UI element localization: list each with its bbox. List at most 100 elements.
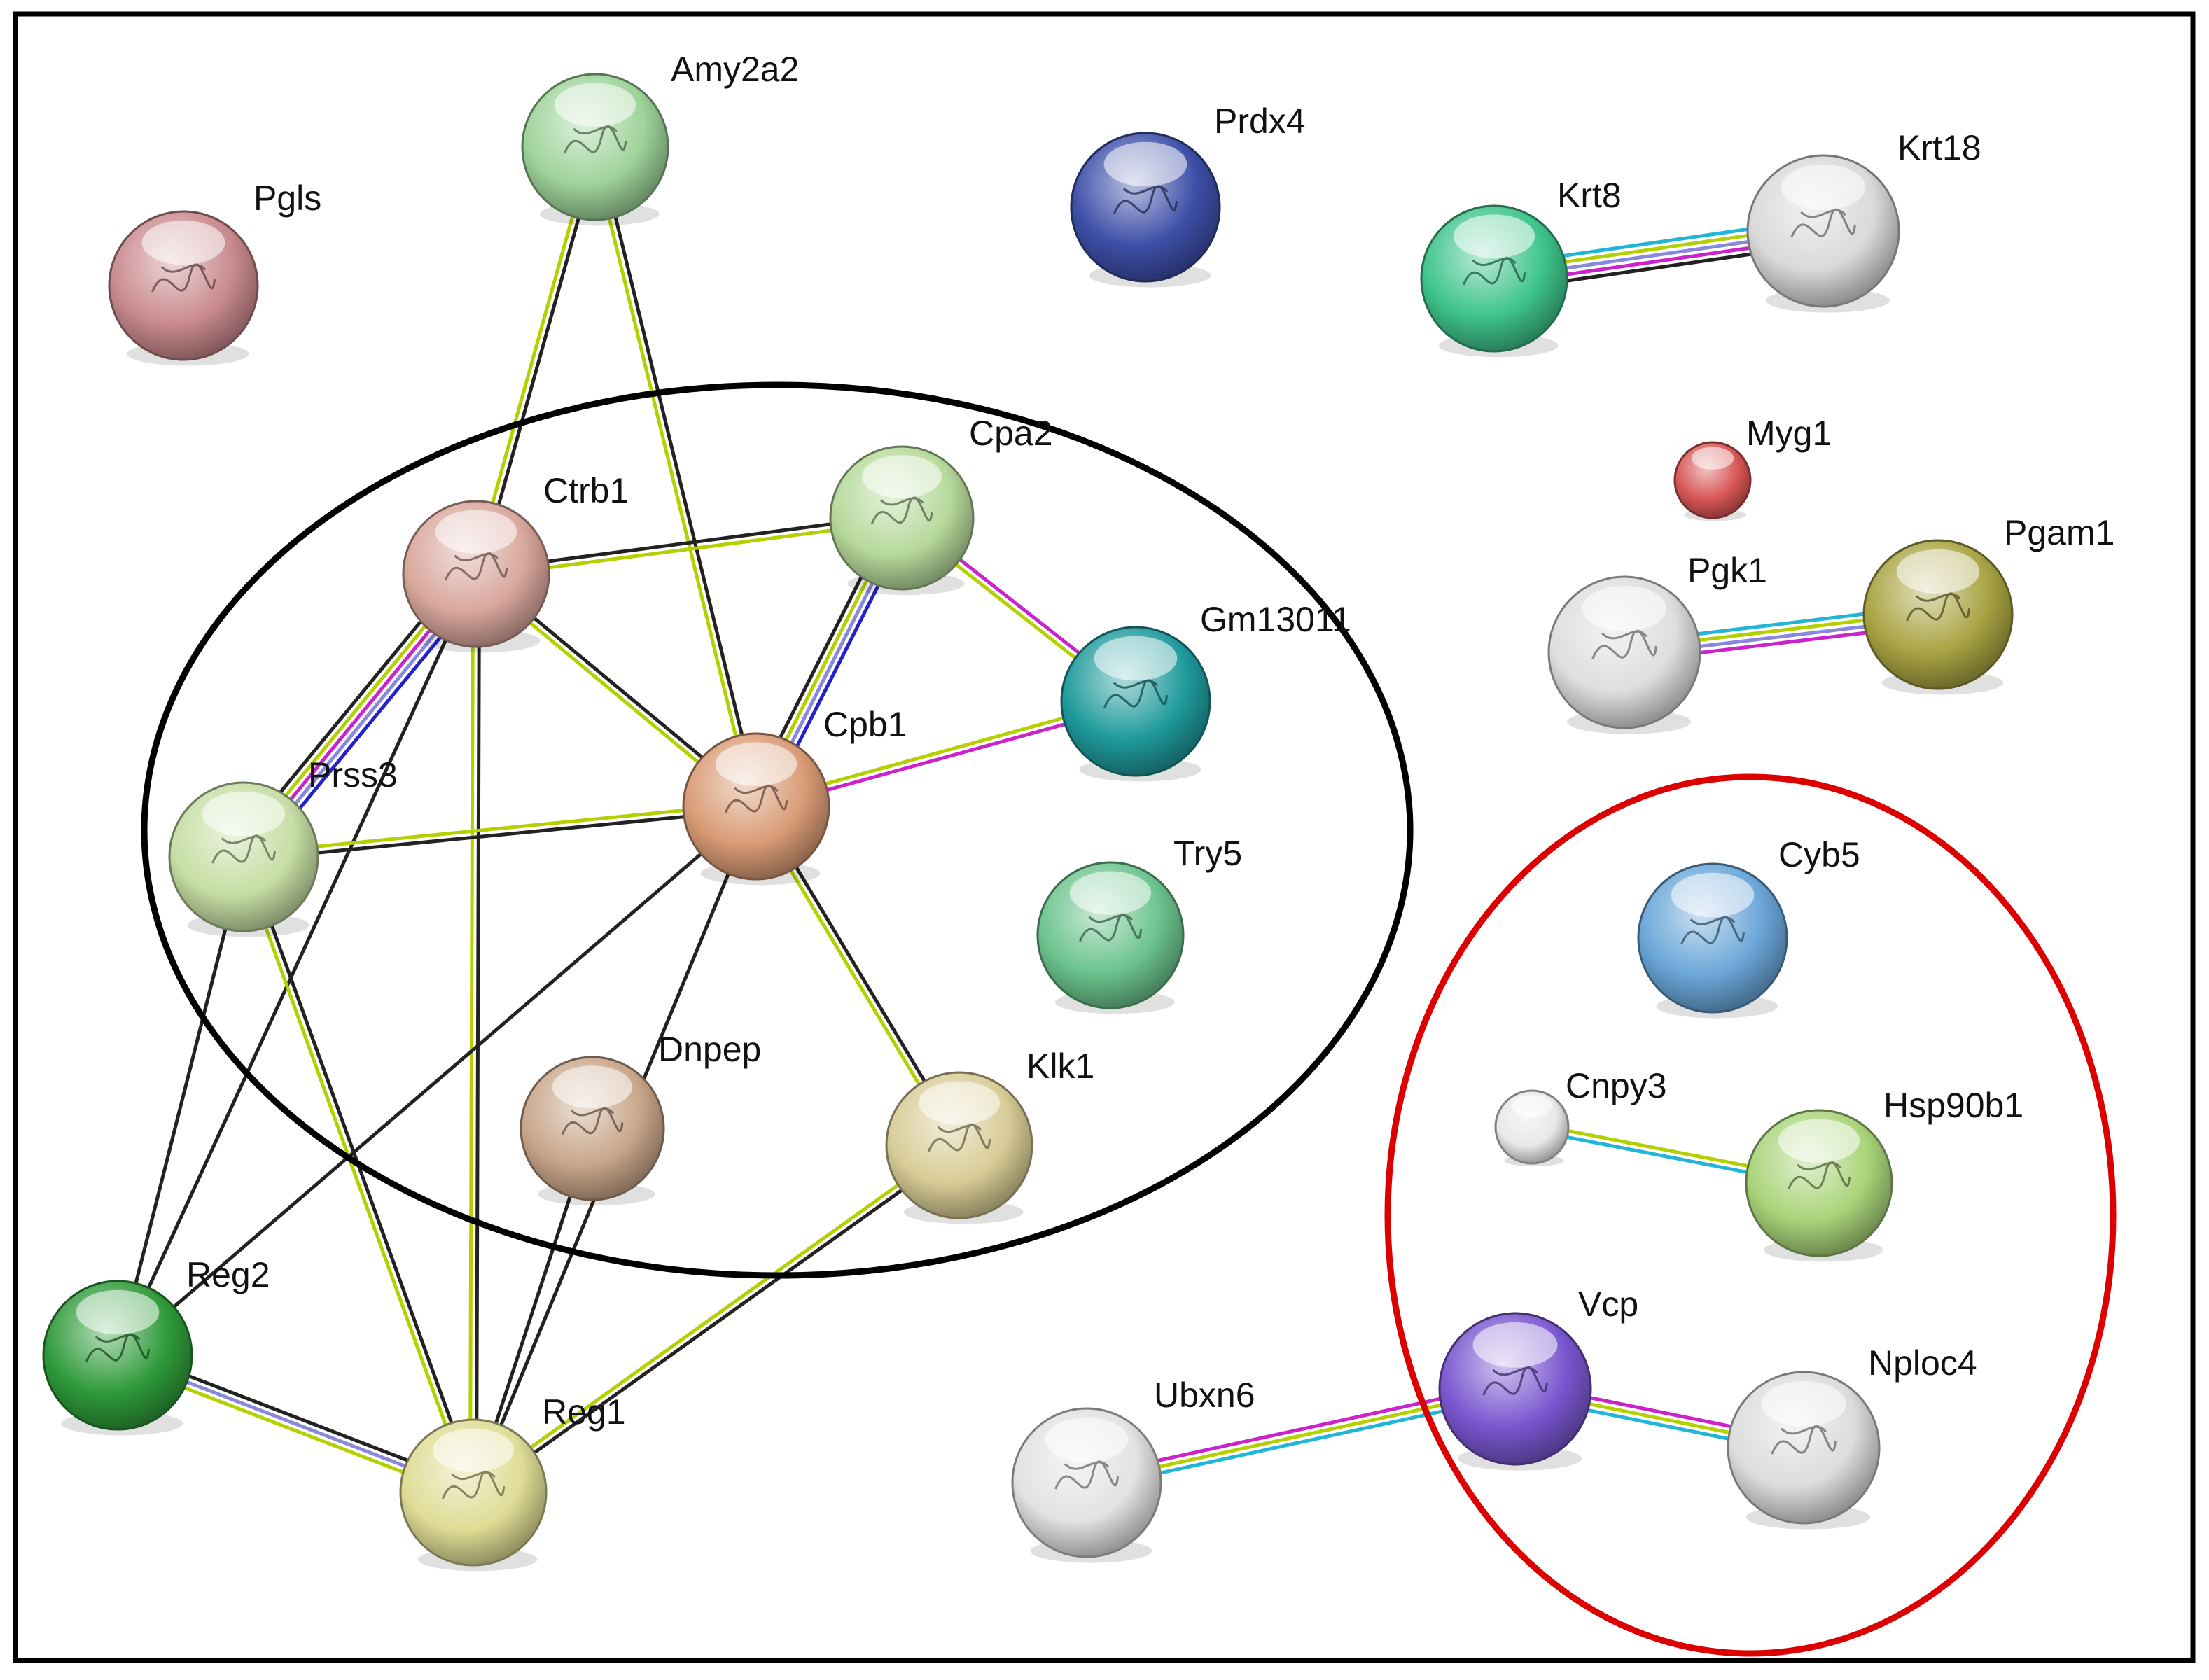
node-ubxn6[interactable] xyxy=(1011,1407,1162,1563)
protein-structure-icon xyxy=(1591,629,1657,659)
edge-amy2a2-cpb1 xyxy=(590,144,761,809)
protein-structure-icon xyxy=(870,496,933,525)
node-label-reg2: Reg2 xyxy=(186,1255,270,1294)
node-ctrb1[interactable] xyxy=(402,500,550,653)
edge-evidence-line xyxy=(469,1140,959,1492)
edge-prss3-reg2 xyxy=(116,855,246,1357)
node-highlight xyxy=(435,510,517,554)
node-label-cpa2: Cpa2 xyxy=(969,414,1053,453)
edge-evidence-line xyxy=(242,802,758,856)
node-highlight xyxy=(1045,1417,1129,1462)
node-highlight xyxy=(552,1065,633,1109)
edge-evidence-line xyxy=(468,572,475,1494)
node-prdx4[interactable] xyxy=(1070,132,1221,288)
node-highlight xyxy=(715,742,797,786)
node-myg1[interactable] xyxy=(1673,441,1752,522)
node-highlight xyxy=(76,1289,160,1335)
protein-structure-icon xyxy=(1462,256,1526,286)
node-try5[interactable] xyxy=(1036,861,1185,1014)
node-pgls[interactable] xyxy=(108,210,259,366)
edge-evidence-line xyxy=(471,144,594,575)
edge-evidence-line xyxy=(116,804,758,1357)
node-nploc4[interactable] xyxy=(1727,1371,1881,1530)
node-label-pgk1: Pgk1 xyxy=(1687,551,1767,590)
node-label-cyb5: Cyb5 xyxy=(1778,835,1860,874)
node-highlight xyxy=(1453,214,1535,258)
node-highlight xyxy=(1094,636,1178,681)
node-dnpep[interactable] xyxy=(520,1056,665,1206)
node-label-pgls: Pgls xyxy=(253,178,321,218)
node-label-myg1: Myg1 xyxy=(1746,414,1832,453)
node-krt8[interactable] xyxy=(1420,204,1568,358)
edge-evidence-line xyxy=(596,144,761,808)
node-prss3[interactable] xyxy=(168,781,319,937)
node-label-hsp90b1: Hsp90b1 xyxy=(1883,1086,2023,1125)
node-label-prdx4: Prdx4 xyxy=(1214,102,1306,141)
node-label-dnpep: Dnpep xyxy=(658,1030,761,1069)
clusters-layer xyxy=(141,382,2117,1657)
node-highlight xyxy=(1778,1119,1860,1163)
node-highlight xyxy=(202,791,286,836)
node-pgam1[interactable] xyxy=(1862,539,2014,695)
red-cluster-outline xyxy=(1384,774,2117,1657)
protein-structure-icon xyxy=(724,784,788,813)
node-label-cpb1: Cpb1 xyxy=(823,705,907,744)
edge-ctrb1-reg2 xyxy=(116,572,478,1357)
edge-evidence-line xyxy=(242,807,758,862)
node-highlight xyxy=(1896,549,1980,594)
node-cnpy3[interactable] xyxy=(1494,1089,1570,1167)
node-highlight xyxy=(554,83,636,127)
node-reg1[interactable] xyxy=(399,1418,548,1572)
node-highlight xyxy=(1691,447,1734,470)
node-label-cnpy3: Cnpy3 xyxy=(1566,1066,1667,1105)
node-highlight xyxy=(432,1428,515,1472)
node-highlight xyxy=(141,220,225,265)
node-highlight xyxy=(918,1081,1001,1125)
node-label-nploc4: Nploc4 xyxy=(1868,1343,1977,1382)
edge-ctrb1-reg1 xyxy=(468,572,481,1494)
edge-evidence-line xyxy=(239,856,473,1496)
node-cpb1[interactable] xyxy=(682,732,830,886)
black-cluster-outline xyxy=(141,382,1414,1279)
node-amy2a2[interactable] xyxy=(521,73,669,226)
node-label-try5: Try5 xyxy=(1173,834,1242,873)
node-klk1[interactable] xyxy=(885,1071,1033,1224)
protein-structure-icon xyxy=(444,552,508,581)
node-label-reg1: Reg1 xyxy=(542,1392,626,1432)
node-cyb5[interactable] xyxy=(1637,862,1788,1018)
node-highlight xyxy=(1103,141,1187,187)
node-label-gm13011: Gm13011 xyxy=(1200,600,1351,639)
node-label-ctrb1: Ctrb1 xyxy=(543,471,629,510)
node-label-amy2a2: Amy2a2 xyxy=(671,50,799,89)
edge-prss3-reg1 xyxy=(239,853,478,1496)
protein-structure-icon xyxy=(1787,1161,1851,1190)
node-pgk1[interactable] xyxy=(1547,575,1701,734)
node-gm13011[interactable] xyxy=(1060,626,1211,782)
node-label-ubxn6: Ubxn6 xyxy=(1154,1376,1255,1415)
node-label-prss3: Prss3 xyxy=(308,755,398,794)
node-reg2[interactable] xyxy=(42,1280,193,1436)
protein-structure-icon xyxy=(1906,592,1971,622)
node-cpa2[interactable] xyxy=(829,445,975,596)
node-vcp[interactable] xyxy=(1438,1312,1592,1471)
edge-cpb1-prss3 xyxy=(242,802,758,862)
node-label-krt8: Krt8 xyxy=(1557,176,1622,215)
protein-structure-icon xyxy=(1790,208,1856,238)
protein-structure-icon xyxy=(1054,1460,1120,1490)
protein-structure-icon xyxy=(1771,1424,1837,1455)
node-krt18[interactable] xyxy=(1746,154,1900,313)
protein-structure-icon xyxy=(1680,916,1745,945)
node-hsp90b1[interactable] xyxy=(1745,1109,1893,1262)
node-highlight xyxy=(1511,1095,1553,1117)
node-label-klk1: Klk1 xyxy=(1026,1046,1094,1086)
edge-cpb1-reg2 xyxy=(116,804,758,1357)
node-highlight xyxy=(1761,1380,1846,1427)
node-highlight xyxy=(1781,164,1866,210)
protein-structure-icon xyxy=(151,263,216,293)
node-highlight xyxy=(1472,1322,1558,1368)
edge-amy2a2-ctrb1 xyxy=(471,144,600,577)
protein-structure-icon xyxy=(927,1123,991,1152)
protein-structure-icon xyxy=(85,1333,151,1362)
node-highlight xyxy=(1582,585,1667,631)
